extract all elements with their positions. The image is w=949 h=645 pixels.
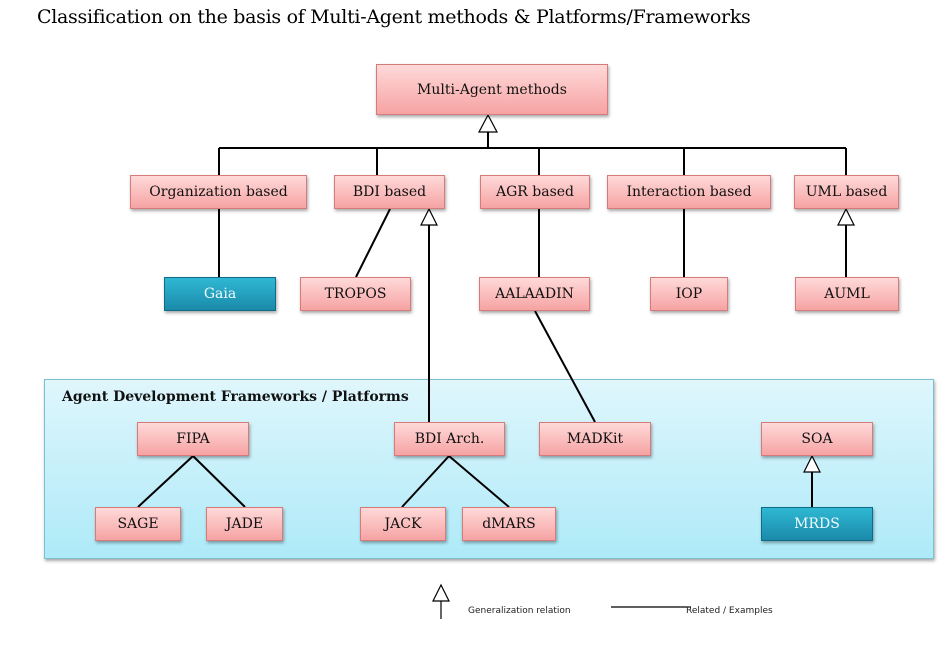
diagram-title: Classification on the basis of Multi-Age… bbox=[37, 6, 751, 28]
node-madkit: MADKit bbox=[539, 422, 651, 456]
node-gaia: Gaia bbox=[164, 277, 276, 311]
bdi-to-tropos bbox=[355, 208, 391, 278]
generalization-arrow-root bbox=[478, 113, 498, 133]
node-sage: SAGE bbox=[95, 507, 181, 541]
node-uml-based: UML based bbox=[794, 175, 899, 209]
node-soa: SOA bbox=[761, 422, 873, 456]
generalization-arrow-uml bbox=[837, 207, 855, 226]
node-auml: AUML bbox=[795, 277, 899, 311]
node-iop: IOP bbox=[650, 277, 728, 311]
node-mrds: MRDS bbox=[761, 507, 873, 541]
generalization-arrow-bdi bbox=[420, 207, 438, 226]
node-multi-agent-methods: Multi-Agent methods bbox=[376, 64, 608, 115]
node-organization-based: Organization based bbox=[130, 175, 307, 209]
legend-generalization-label: Generalization relation bbox=[468, 606, 571, 616]
node-aalaadin: AALAADIN bbox=[479, 277, 590, 311]
frameworks-panel-label: Agent Development Frameworks / Platforms bbox=[62, 389, 409, 405]
node-agr-based: AGR based bbox=[480, 175, 590, 209]
legend-related-label: Related / Examples bbox=[686, 606, 773, 616]
legend-generalization-icon bbox=[432, 583, 450, 602]
node-tropos: TROPOS bbox=[300, 277, 411, 311]
legend bbox=[432, 583, 691, 619]
node-bdi-based: BDI based bbox=[334, 175, 445, 209]
node-bdi-arch: BDI Arch. bbox=[394, 422, 505, 456]
node-fipa: FIPA bbox=[137, 422, 249, 456]
generalization-arrow-soa bbox=[803, 454, 821, 473]
aalaadin-to-madkit bbox=[534, 310, 596, 423]
node-dmars: dMARS bbox=[462, 507, 556, 541]
node-jade: JADE bbox=[206, 507, 283, 541]
node-jack: JACK bbox=[360, 507, 446, 541]
node-interaction-based: Interaction based bbox=[607, 175, 771, 209]
